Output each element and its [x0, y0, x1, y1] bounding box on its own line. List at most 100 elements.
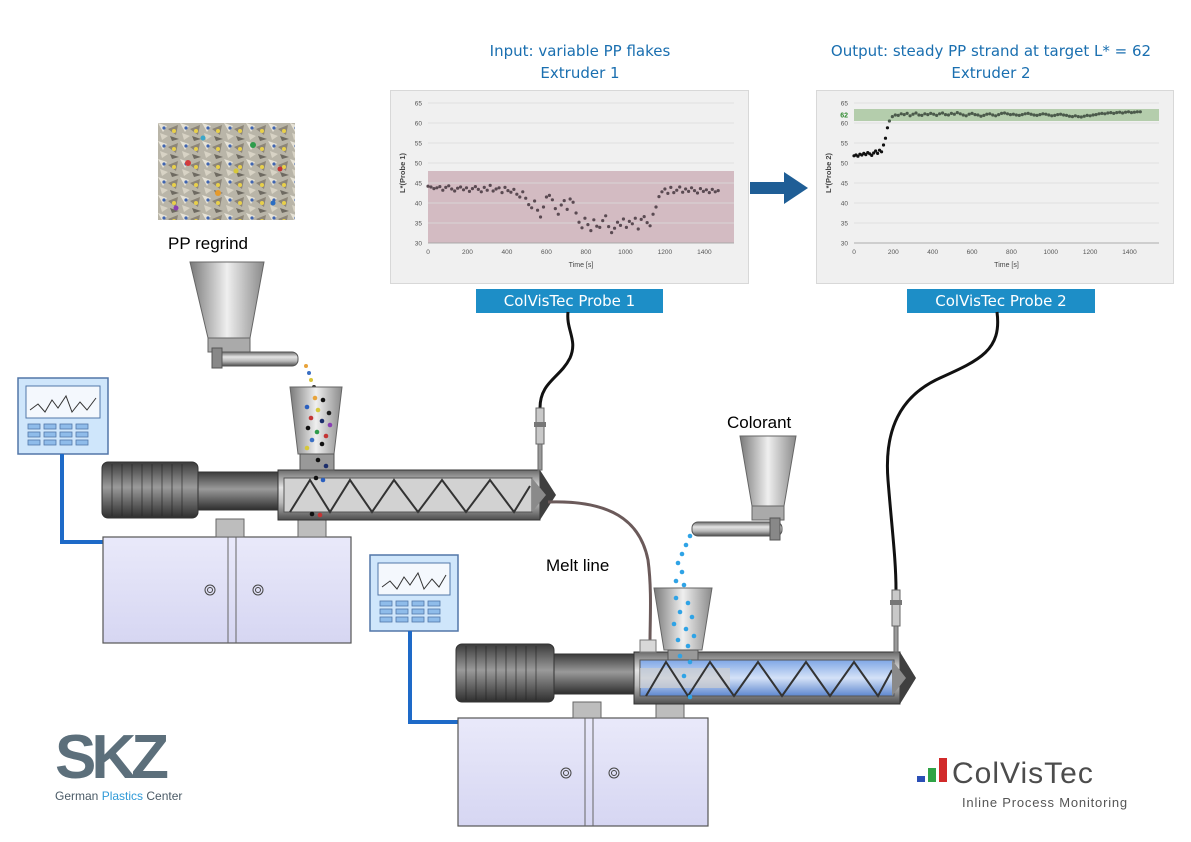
- y-tick-label: 60: [415, 121, 423, 128]
- x-tick-label: 1200: [658, 249, 673, 256]
- extruder-1: [101, 461, 556, 521]
- data-point: [695, 191, 700, 195]
- data-point: [1123, 110, 1128, 114]
- colorant-feeder: [691, 435, 797, 541]
- extruder-1-hopper: [289, 386, 343, 518]
- x-tick-label: 1000: [1044, 249, 1059, 256]
- extruder-2: [455, 639, 916, 705]
- data-point: [979, 114, 983, 118]
- falling-colorant: [673, 533, 693, 588]
- svg-text:German Plastics Center: German Plastics Center: [55, 789, 182, 803]
- data-point: [624, 225, 629, 229]
- data-point: [1129, 111, 1134, 115]
- probe-2-label: ColVisTec Probe 2: [907, 289, 1095, 313]
- data-point: [1100, 111, 1104, 115]
- data-point: [618, 223, 623, 227]
- data-point: [874, 149, 878, 153]
- data-point: [521, 190, 525, 194]
- data-point: [577, 220, 581, 224]
- data-point: [565, 207, 569, 211]
- data-point: [473, 185, 477, 189]
- data-point: [438, 185, 442, 189]
- y-tick-label: 50: [415, 161, 423, 168]
- y-tick-label: 65: [841, 101, 849, 108]
- data-point: [453, 189, 457, 193]
- y-tick-label: 40: [415, 201, 423, 208]
- data-point: [1088, 114, 1092, 118]
- data-point: [698, 187, 703, 191]
- data-point: [595, 224, 599, 228]
- data-point: [1017, 113, 1021, 117]
- data-point: [1115, 111, 1119, 115]
- output-chart-title-line1: Output: steady PP strand at target L* = …: [830, 42, 1152, 60]
- data-point: [976, 113, 980, 117]
- control-panel-2: [369, 554, 459, 632]
- data-point: [1073, 114, 1077, 118]
- data-point: [887, 119, 892, 123]
- data-point: [476, 187, 480, 191]
- data-point: [1138, 110, 1142, 114]
- data-point: [645, 221, 649, 225]
- y-axis-label: L*(Probe 2): [824, 153, 833, 194]
- data-point: [929, 111, 933, 115]
- data-point: [497, 186, 501, 190]
- data-point: [985, 112, 989, 116]
- colvistec-logo: ColVisTec Inline Process Monitoring: [917, 757, 1127, 810]
- data-point: [899, 112, 903, 116]
- data-point: [952, 112, 956, 116]
- data-point: [1026, 111, 1030, 115]
- control-cable-1: [60, 454, 104, 544]
- x-tick-label: 200: [888, 249, 899, 256]
- data-point: [562, 199, 566, 203]
- probe-1: [534, 311, 575, 471]
- data-point: [607, 225, 611, 229]
- data-point: [604, 214, 608, 218]
- data-point: [926, 113, 930, 117]
- melt-line-pipe: [547, 500, 652, 643]
- data-point: [461, 188, 466, 192]
- data-point: [681, 190, 685, 194]
- x-tick-label: 1200: [1083, 249, 1098, 256]
- x-axis-label: Time [s]: [569, 262, 594, 269]
- data-point: [997, 113, 1001, 117]
- data-point: [610, 231, 614, 235]
- x-tick-label: 800: [581, 249, 592, 256]
- data-point: [1008, 113, 1013, 117]
- data-point: [872, 151, 876, 155]
- data-point: [958, 112, 962, 116]
- data-point: [494, 187, 498, 191]
- data-point: [432, 187, 436, 191]
- data-point: [601, 219, 605, 223]
- data-point: [547, 193, 552, 197]
- data-point: [902, 113, 906, 117]
- data-point: [630, 222, 634, 226]
- data-point: [426, 184, 430, 188]
- data-point: [1020, 113, 1024, 117]
- data-point: [1103, 112, 1107, 116]
- colorant-label: Colorant: [727, 413, 792, 432]
- data-point: [701, 189, 705, 193]
- data-point: [556, 212, 560, 216]
- data-point: [1061, 113, 1066, 117]
- data-point: [550, 198, 554, 202]
- data-point: [1044, 112, 1048, 116]
- data-point: [864, 153, 868, 157]
- data-point: [488, 183, 492, 187]
- data-point: [943, 113, 948, 117]
- data-point: [589, 229, 593, 233]
- control-cable-2: [408, 631, 460, 724]
- data-point: [642, 215, 646, 219]
- data-point: [1126, 110, 1131, 114]
- y-tick-label: 55: [841, 141, 849, 148]
- data-point: [651, 212, 655, 216]
- control-panel-1: [17, 377, 109, 455]
- data-point: [982, 113, 986, 117]
- svg-text:SKZ: SKZ: [55, 723, 168, 792]
- data-point: [949, 111, 954, 115]
- extruder-2-hopper: [653, 587, 713, 700]
- data-point: [914, 111, 918, 115]
- data-point: [876, 151, 880, 155]
- y-tick-label: 45: [415, 181, 423, 188]
- data-point: [905, 111, 909, 115]
